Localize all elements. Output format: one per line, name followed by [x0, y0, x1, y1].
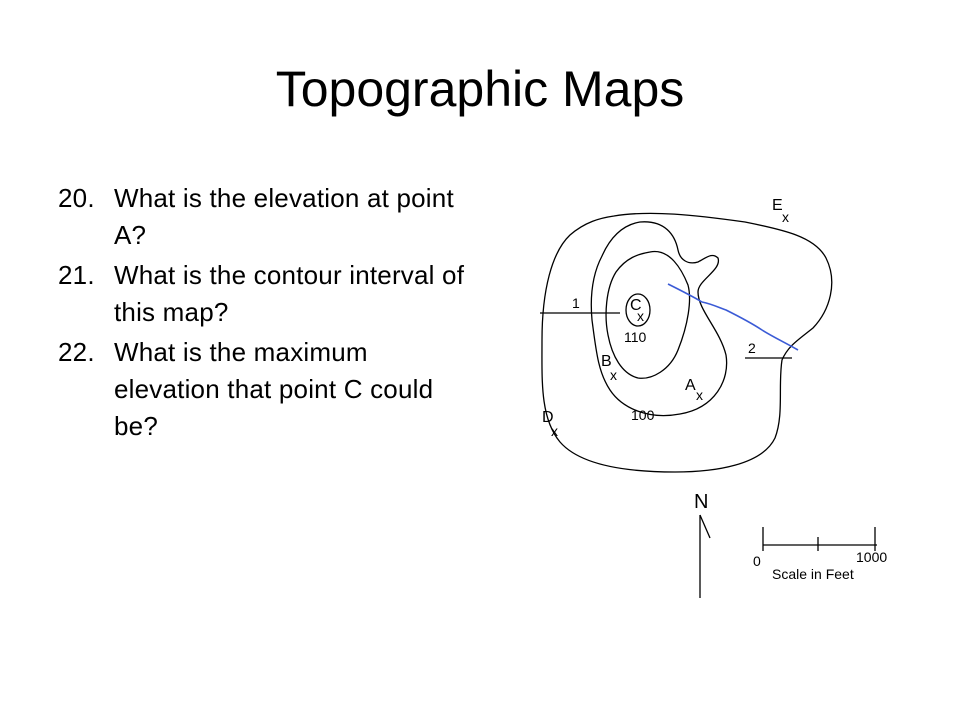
slide-title: Topographic Maps [275, 61, 685, 117]
question-number: 22. [58, 337, 95, 367]
point-d-label: D [542, 409, 554, 426]
topographic-map: E x C x B x A x D x 110 100 1 2 N 0 1000… [540, 197, 887, 598]
summit-contour [625, 293, 651, 327]
profile-line-2-label: 2 [748, 340, 756, 356]
point-d-mark: x [551, 423, 558, 439]
north-label: N [694, 491, 708, 513]
scale-start-label: 0 [753, 553, 761, 569]
point-c-label: C [630, 297, 642, 314]
point-b-label: B [601, 353, 612, 370]
point-e-mark: x [782, 209, 789, 225]
contour-label-110: 110 [624, 329, 647, 345]
question-list: 20. What is the elevation at point A? 21… [58, 180, 478, 448]
point-b-mark: x [610, 367, 617, 383]
contour-line-outer [541, 212, 833, 473]
stream-line [667, 283, 799, 351]
north-arrow-head [699, 514, 711, 539]
question-item: 21. What is the contour interval of this… [58, 257, 478, 331]
question-number: 20. [58, 183, 95, 213]
profile-line-1-label: 1 [572, 295, 580, 311]
question-number: 21. [58, 260, 95, 290]
point-c-mark: x [637, 308, 644, 324]
contour-line-inner [605, 251, 691, 379]
question-text: What is the elevation at point A? [114, 183, 454, 250]
scale-end-label: 1000 [856, 549, 887, 565]
point-e-label: E [772, 197, 783, 214]
point-a-label: A [685, 377, 696, 394]
contour-label-100: 100 [631, 407, 655, 423]
question-item: 22. What is the maximum elevation that p… [58, 334, 478, 445]
question-item: 20. What is the elevation at point A? [58, 180, 478, 254]
contour-line-middle [590, 221, 728, 417]
scale-caption: Scale in Feet [772, 566, 854, 582]
point-a-mark: x [696, 387, 703, 403]
question-text: What is the contour interval of this map… [114, 260, 465, 327]
question-text: What is the maximum elevation that point… [114, 337, 434, 441]
